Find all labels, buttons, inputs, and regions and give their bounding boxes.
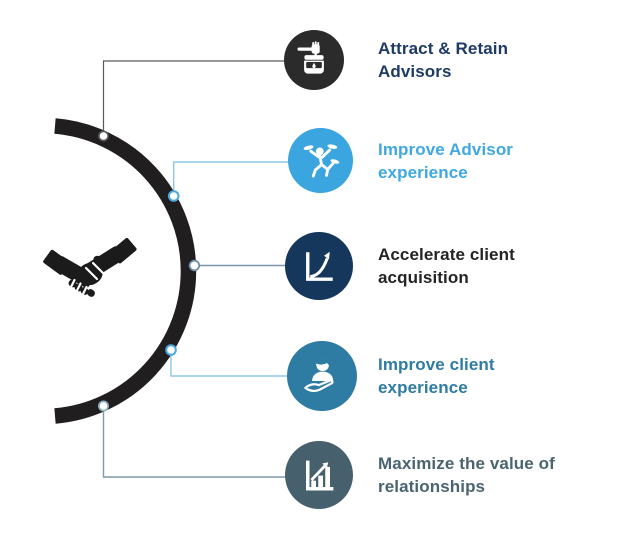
connector-maximize-value: [102, 406, 318, 478]
label-improve-advisor-line2: experience: [378, 163, 468, 182]
label-improve-client: Improve client experience: [378, 353, 588, 399]
label-improve-client-line1: Improve client: [378, 355, 495, 374]
bar-chart-growth-icon: [306, 460, 334, 491]
connector-improve-advisor: [172, 161, 318, 196]
label-attract-retain-line1: Attract & Retain: [378, 39, 509, 58]
label-maximize-value-line2: relationships: [378, 477, 486, 496]
label-improve-advisor-line1: Improve Advisor: [378, 140, 514, 159]
plate-spinner-icon: [303, 143, 339, 178]
label-maximize-value: Maximize the value of relationships: [378, 452, 588, 498]
semicircle-arc: [54, 118, 197, 424]
arc-node-4: [165, 344, 177, 356]
connector-attract-retain: [102, 60, 318, 136]
label-accelerate-client-line1: Accelerate client: [378, 245, 515, 264]
arc-node-5: [98, 400, 110, 412]
label-improve-client-line2: experience: [378, 378, 468, 397]
connector-improve-client: [170, 350, 318, 377]
arc-node-1: [98, 130, 109, 142]
arc-node-2: [167, 190, 180, 202]
label-maximize-value-line1: Maximize the value of: [378, 454, 555, 473]
circle-accelerate-client: [285, 232, 353, 300]
circle-maximize-value: [285, 441, 353, 509]
arc-node-3: [188, 259, 201, 272]
circle-improve-client: [287, 341, 357, 411]
circle-improve-advisor: [288, 128, 353, 193]
label-attract-retain: Attract & Retain Advisors: [378, 37, 588, 83]
circle-attract-retain: [284, 30, 344, 90]
label-improve-advisor: Improve Advisor experience: [378, 138, 588, 184]
growth-curve-icon: [306, 251, 333, 281]
label-accelerate-client: Accelerate client acquisition: [378, 243, 588, 289]
handshake-icon: [43, 237, 137, 297]
magnet-bucket-icon: [297, 41, 324, 74]
label-accelerate-client-line2: acquisition: [378, 268, 469, 287]
client-in-hand-icon: [304, 358, 334, 393]
label-attract-retain-line2: Advisors: [378, 62, 452, 81]
